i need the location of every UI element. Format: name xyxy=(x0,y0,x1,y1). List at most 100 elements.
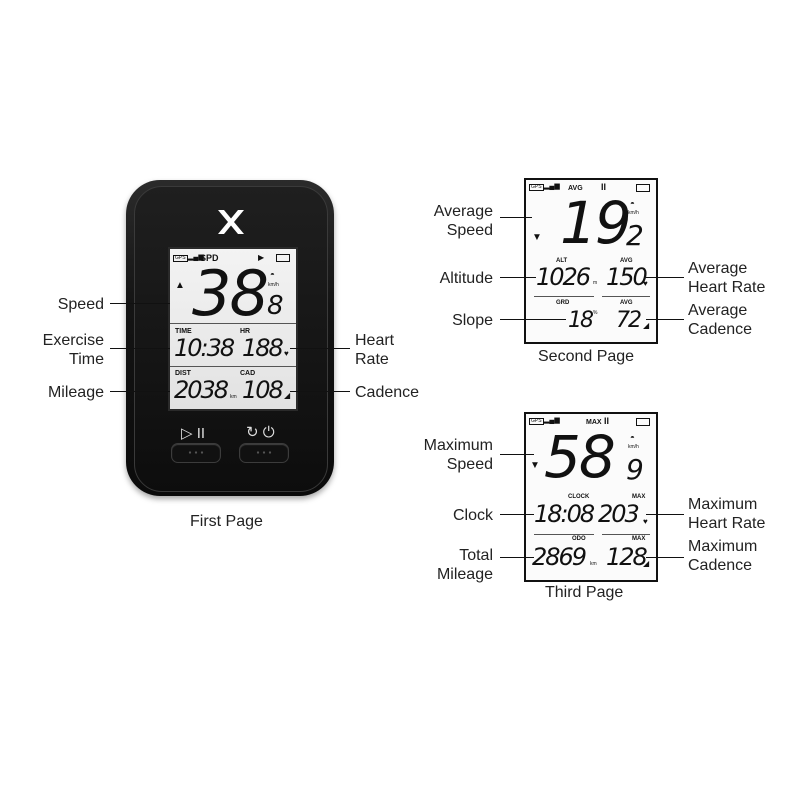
leader-line xyxy=(500,514,534,515)
odo-label: ODO xyxy=(572,536,586,542)
max-hr-value: 203 xyxy=(598,500,640,528)
third-page-screen: GPS ▂▄▆ MAX II ▼ 58 ◓ km/h 9 CLOCK MAX 1… xyxy=(524,412,658,582)
grd-label: GRD xyxy=(556,300,570,306)
first-page-screen: GPS ▂▄▆ SPD ▶ ▲ 38 ◓ km/h 8 TIME HR 10:3… xyxy=(168,247,298,411)
maximum-heart-rate-label-1: Maximum xyxy=(688,496,758,513)
average-speed-label-1: Average xyxy=(433,203,493,220)
leader-line xyxy=(500,319,566,320)
divider xyxy=(534,534,594,535)
speed-label: Speed xyxy=(57,296,104,313)
cadence-label: Cadence xyxy=(355,384,420,401)
mode-label: SPD xyxy=(200,253,219,263)
avg-speed-decimal: 2 xyxy=(626,219,644,252)
average-cadence-label-1: Average xyxy=(688,302,748,319)
third-page-caption: Third Page xyxy=(545,584,624,601)
gauge-icon: ◓ xyxy=(630,433,635,442)
leader-line xyxy=(500,217,532,218)
dist-unit: km xyxy=(230,394,237,400)
battery-icon xyxy=(276,254,290,262)
mileage-label: Mileage xyxy=(47,384,104,401)
pause-icon: II xyxy=(601,182,607,192)
refresh-power-icon: ↻ ⏻ xyxy=(246,424,275,441)
heart-icon: ♥ xyxy=(643,279,648,288)
altitude-label: Altitude xyxy=(439,270,493,287)
slope-value: 18 xyxy=(568,308,594,333)
signal-icon: ▂▄▆ xyxy=(544,183,560,190)
alt-label: ALT xyxy=(556,258,568,264)
avg-cad-label: AVG xyxy=(620,300,633,306)
speed-down-arrow-icon: ▼ xyxy=(532,232,542,243)
altitude-value: 1026 xyxy=(536,263,591,291)
shoe-icon: ◢ xyxy=(643,321,650,330)
max-speed-value: 58 xyxy=(544,423,616,491)
avg-hr-value: 150 xyxy=(606,263,648,291)
clock-label: CLOCK xyxy=(568,494,590,500)
odo-unit: km xyxy=(590,561,597,567)
leader-line xyxy=(500,557,534,558)
clock-value: 18:08 xyxy=(534,500,595,528)
leader-line xyxy=(646,514,684,515)
leader-line xyxy=(500,454,534,455)
divider xyxy=(602,296,650,297)
leader-line xyxy=(290,348,350,349)
play-pause-icon: ▷ II xyxy=(181,425,206,442)
gauge-icon: ◓ xyxy=(630,199,635,208)
clock-callout-label: Clock xyxy=(452,507,493,524)
average-cadence-label-2: Cadence xyxy=(688,321,753,338)
slope-label: Slope xyxy=(452,312,493,329)
exercise-time-label-2: Time xyxy=(69,351,104,368)
alt-unit: m xyxy=(593,280,598,286)
hr-label: HR xyxy=(240,328,251,335)
pause-icon: II xyxy=(604,416,610,426)
hr-value: 188 xyxy=(242,334,284,362)
left-button[interactable] xyxy=(171,443,221,463)
right-button[interactable] xyxy=(239,443,289,463)
speed-unit: km/h xyxy=(268,282,279,288)
speed-up-arrow-icon: ▲ xyxy=(175,280,185,291)
leader-line xyxy=(500,277,536,278)
divider xyxy=(534,296,594,297)
speed-value: 38 xyxy=(192,257,269,330)
battery-icon xyxy=(636,418,650,426)
exercise-time-label-1: Exercise xyxy=(42,332,104,349)
heart-icon: ♥ xyxy=(643,517,648,526)
leader-line xyxy=(110,391,170,392)
play-icon: ▶ xyxy=(258,253,265,262)
leader-line xyxy=(110,348,170,349)
heart-rate-label-1: Heart xyxy=(355,332,395,349)
leader-line xyxy=(110,303,170,304)
second-page-screen: GPS ▂▄▆ AVG II ▼ 19 ◓ km/h 2 ALT AVG 102… xyxy=(524,178,658,344)
maximum-speed-label-1: Maximum xyxy=(423,437,493,454)
signal-icon: ▂▄▆ xyxy=(188,254,204,261)
leader-line xyxy=(646,277,684,278)
signal-icon: ▂▄▆ xyxy=(544,417,560,424)
average-heart-rate-label-2: Heart Rate xyxy=(688,279,766,296)
max-label: MAX xyxy=(586,419,602,426)
grd-unit: % xyxy=(593,310,598,316)
maximum-cadence-label-1: Maximum xyxy=(688,538,758,555)
gps-indicator: GPS xyxy=(529,418,544,425)
maximum-cadence-label-2: Cadence xyxy=(688,557,753,574)
avg-cad-value: 72 xyxy=(616,308,642,333)
total-mileage-label-2: Mileage xyxy=(436,566,493,583)
divider xyxy=(170,323,296,324)
avg-speed-value: 19 xyxy=(560,189,632,257)
heart-rate-label-2: Rate xyxy=(355,351,389,368)
average-speed-label-2: Speed xyxy=(446,222,493,239)
average-heart-rate-label-1: Average xyxy=(688,260,748,277)
max-speed-decimal: 9 xyxy=(626,453,644,486)
speed-decimal: 8 xyxy=(267,291,283,321)
divider xyxy=(602,534,650,535)
leader-line xyxy=(646,319,684,320)
brand-logo-icon xyxy=(218,210,244,234)
avg-label: AVG xyxy=(568,185,583,192)
maximum-speed-label-2: Speed xyxy=(446,456,493,473)
dist-value: 2038 xyxy=(174,376,229,404)
first-page-caption: First Page xyxy=(190,513,263,530)
speed-unit: km/h xyxy=(628,444,639,450)
avg-hr-label: AVG xyxy=(620,258,633,264)
heart-icon: ♥ xyxy=(284,349,289,358)
max-cad-label: MAX xyxy=(632,536,646,542)
maximum-heart-rate-label-2: Heart Rate xyxy=(688,515,766,532)
leader-line xyxy=(290,391,350,392)
